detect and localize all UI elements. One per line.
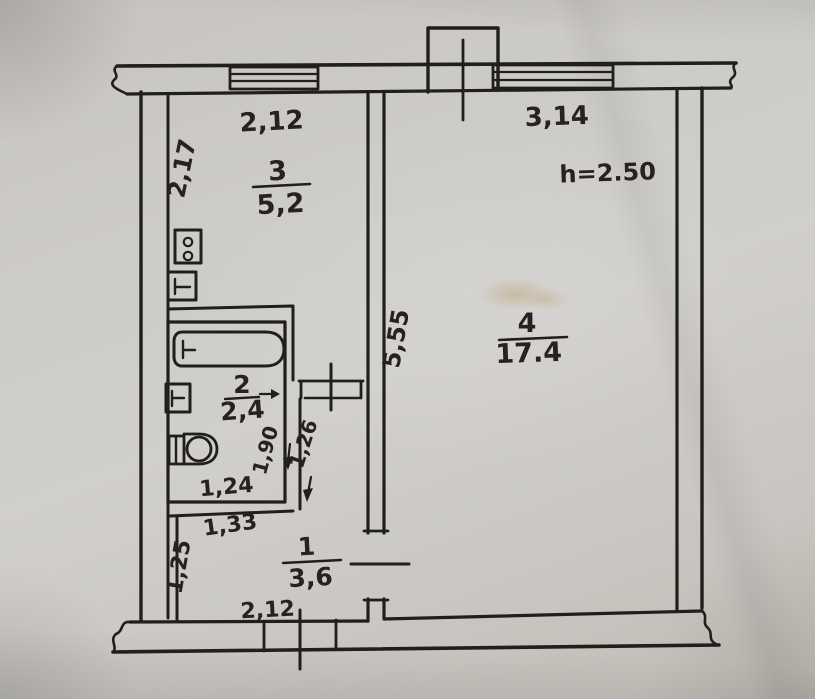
bottom-wall bbox=[111, 609, 721, 654]
washbasin-icon bbox=[164, 382, 192, 414]
wall-break-top-left bbox=[111, 64, 129, 96]
kitchen-number-label: 3 bbox=[267, 156, 287, 188]
kitchen-window-icon bbox=[228, 65, 320, 91]
bathroom-width-dim: 1,24 bbox=[198, 473, 254, 503]
top-wall bbox=[111, 61, 738, 96]
dimension-arrows bbox=[258, 389, 313, 502]
wall-break-bottom-right bbox=[700, 609, 720, 647]
bathroom-area-label: 2,4 bbox=[219, 395, 265, 427]
wall-break-top-right bbox=[728, 61, 738, 90]
living-area-label: 17.4 bbox=[495, 337, 563, 370]
bathtub-icon bbox=[172, 330, 286, 368]
right-wall bbox=[675, 86, 704, 612]
kitchen-bathroom-divider-wall bbox=[166, 304, 302, 511]
bathroom-number-label: 2 bbox=[233, 370, 250, 399]
entrance-door-icon bbox=[262, 608, 338, 671]
vent-shaft-icon bbox=[426, 26, 500, 122]
living-room-window-icon bbox=[491, 63, 615, 90]
corridor-width-dim: 1,26 bbox=[284, 417, 322, 471]
hallway-number-label: 1 bbox=[297, 532, 316, 562]
room-label-underlines bbox=[223, 182, 569, 565]
stove-icon bbox=[173, 228, 203, 265]
kitchen-sink-icon bbox=[166, 270, 198, 302]
living-width-dim: 3,14 bbox=[524, 101, 589, 133]
toilet-icon bbox=[167, 432, 219, 466]
kitchen-area-label: 5,2 bbox=[256, 188, 305, 221]
middle-wall bbox=[362, 92, 390, 623]
entrance-width-dim: 2,12 bbox=[240, 597, 296, 625]
kitchen-width-dim: 2,12 bbox=[239, 105, 305, 138]
ceiling-height-note: h=2.50 bbox=[559, 157, 656, 188]
wall-break-bottom-left bbox=[111, 620, 132, 654]
hallway-area-label: 3,6 bbox=[288, 562, 334, 593]
living-number-label: 4 bbox=[518, 308, 537, 339]
kitchen-door-icon bbox=[297, 362, 365, 412]
left-wall bbox=[139, 90, 170, 623]
bathroom-depth-dim: 1,90 bbox=[247, 423, 283, 477]
